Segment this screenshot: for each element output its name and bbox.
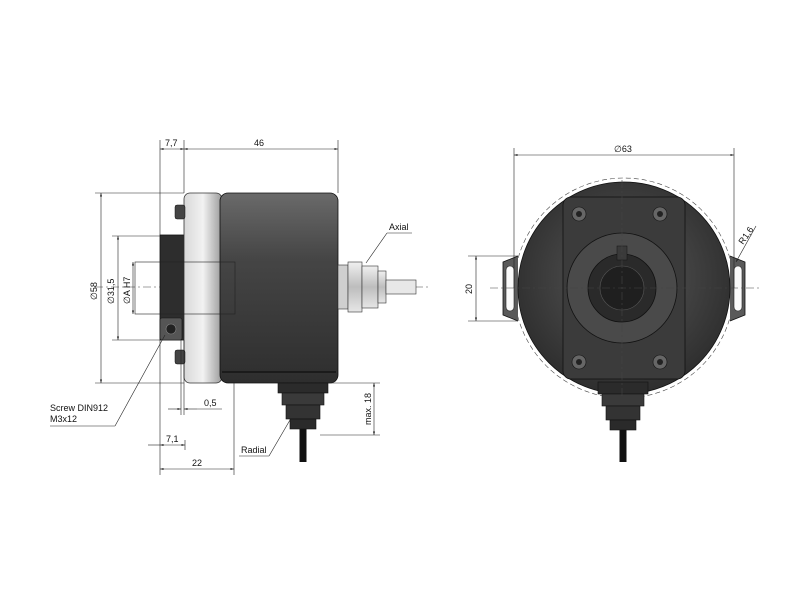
label-screw-line1: Screw DIN912 bbox=[50, 403, 108, 413]
label-screw-line2: M3x12 bbox=[50, 414, 77, 424]
dim-63: ∅63 bbox=[614, 144, 632, 154]
dim-r1-6: R1,6 bbox=[736, 225, 755, 246]
front-radial-gland bbox=[597, 381, 649, 462]
dim-0-5: 0,5 bbox=[204, 398, 217, 408]
label-axial: Axial bbox=[389, 222, 409, 232]
side-view: 7,7 46 ∅58 ∅31,5 ∅A H7 0,5 7,1 22 bbox=[50, 138, 430, 475]
front-view: ∅63 20 R1,6 bbox=[464, 144, 760, 462]
flange-ring bbox=[183, 192, 223, 384]
encoder-housing bbox=[219, 192, 339, 384]
dim-7-1: 7,1 bbox=[166, 434, 179, 444]
dim-7-7: 7,7 bbox=[165, 138, 178, 148]
dim-31-5: ∅31,5 bbox=[106, 279, 116, 304]
flange-bolt-top bbox=[174, 204, 186, 220]
dim-46: 46 bbox=[254, 138, 264, 148]
dim-20: 20 bbox=[464, 284, 474, 294]
clamp-screw-icon bbox=[165, 323, 177, 335]
axial-cable-gland bbox=[337, 261, 417, 313]
dim-22: 22 bbox=[192, 458, 202, 468]
dim-max-18: max. 18 bbox=[363, 393, 373, 425]
label-radial: Radial bbox=[241, 445, 267, 455]
dim-a-h7: ∅A H7 bbox=[122, 277, 132, 304]
bore-outline bbox=[134, 261, 236, 315]
mounting-tab-right bbox=[729, 255, 746, 322]
mounting-tab-left bbox=[502, 255, 519, 322]
radial-cable-gland bbox=[277, 382, 329, 462]
dim-58: ∅58 bbox=[89, 282, 99, 300]
flange-bolt-bottom bbox=[174, 349, 186, 365]
